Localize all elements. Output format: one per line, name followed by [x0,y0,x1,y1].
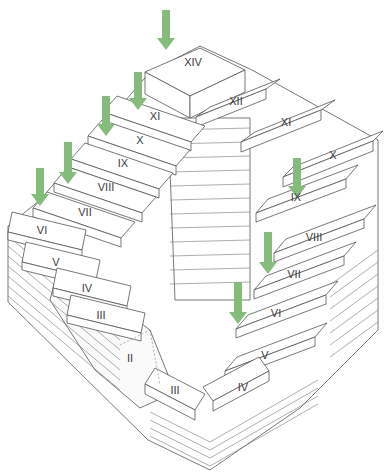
stair-riser [213,371,269,411]
level-number: III [170,385,179,396]
green-arrow [229,282,247,324]
green-arrow [59,142,77,184]
wall-line [170,240,250,242]
level-number: III [96,310,105,321]
level-number: XI [281,117,291,128]
green-arrow [97,96,115,136]
level-number: VII [287,269,300,280]
wall-line [170,198,250,200]
wall-line [330,322,378,357]
green-arrow [157,10,175,50]
level-number: XII [229,96,242,107]
wall-line [170,268,250,270]
wall-line [170,212,250,214]
level-number: IX [118,158,128,169]
level-number: X [136,135,143,146]
stair-tread [196,79,280,117]
green-arrow [129,72,147,110]
stair-riser [145,384,195,420]
wall-line [170,170,250,172]
level-number: X [329,150,336,161]
stair-riser [274,219,364,262]
wall-line [150,404,318,466]
level-number: V [261,350,268,361]
level-number: V [52,257,59,268]
wall-line [170,226,250,228]
stair-tread [241,100,335,142]
level-number: VII [78,207,91,218]
stair-riser [241,110,321,152]
green-arrow [31,168,49,206]
level-number: XI [150,111,160,122]
level-number: VIII [306,232,323,243]
level-number: VI [271,308,281,319]
wall-line [170,254,250,256]
level-number: IV [82,283,92,294]
wall-line [170,184,250,186]
wall-line [8,296,120,390]
level-number: IV [238,382,248,393]
level-number: II [127,353,133,364]
green-arrow [259,232,277,274]
level-number: VI [37,225,47,236]
stair-riser [196,89,266,127]
level-number: XIV [184,57,202,68]
level-number: IX [291,192,301,203]
level-number: VIII [98,182,115,193]
